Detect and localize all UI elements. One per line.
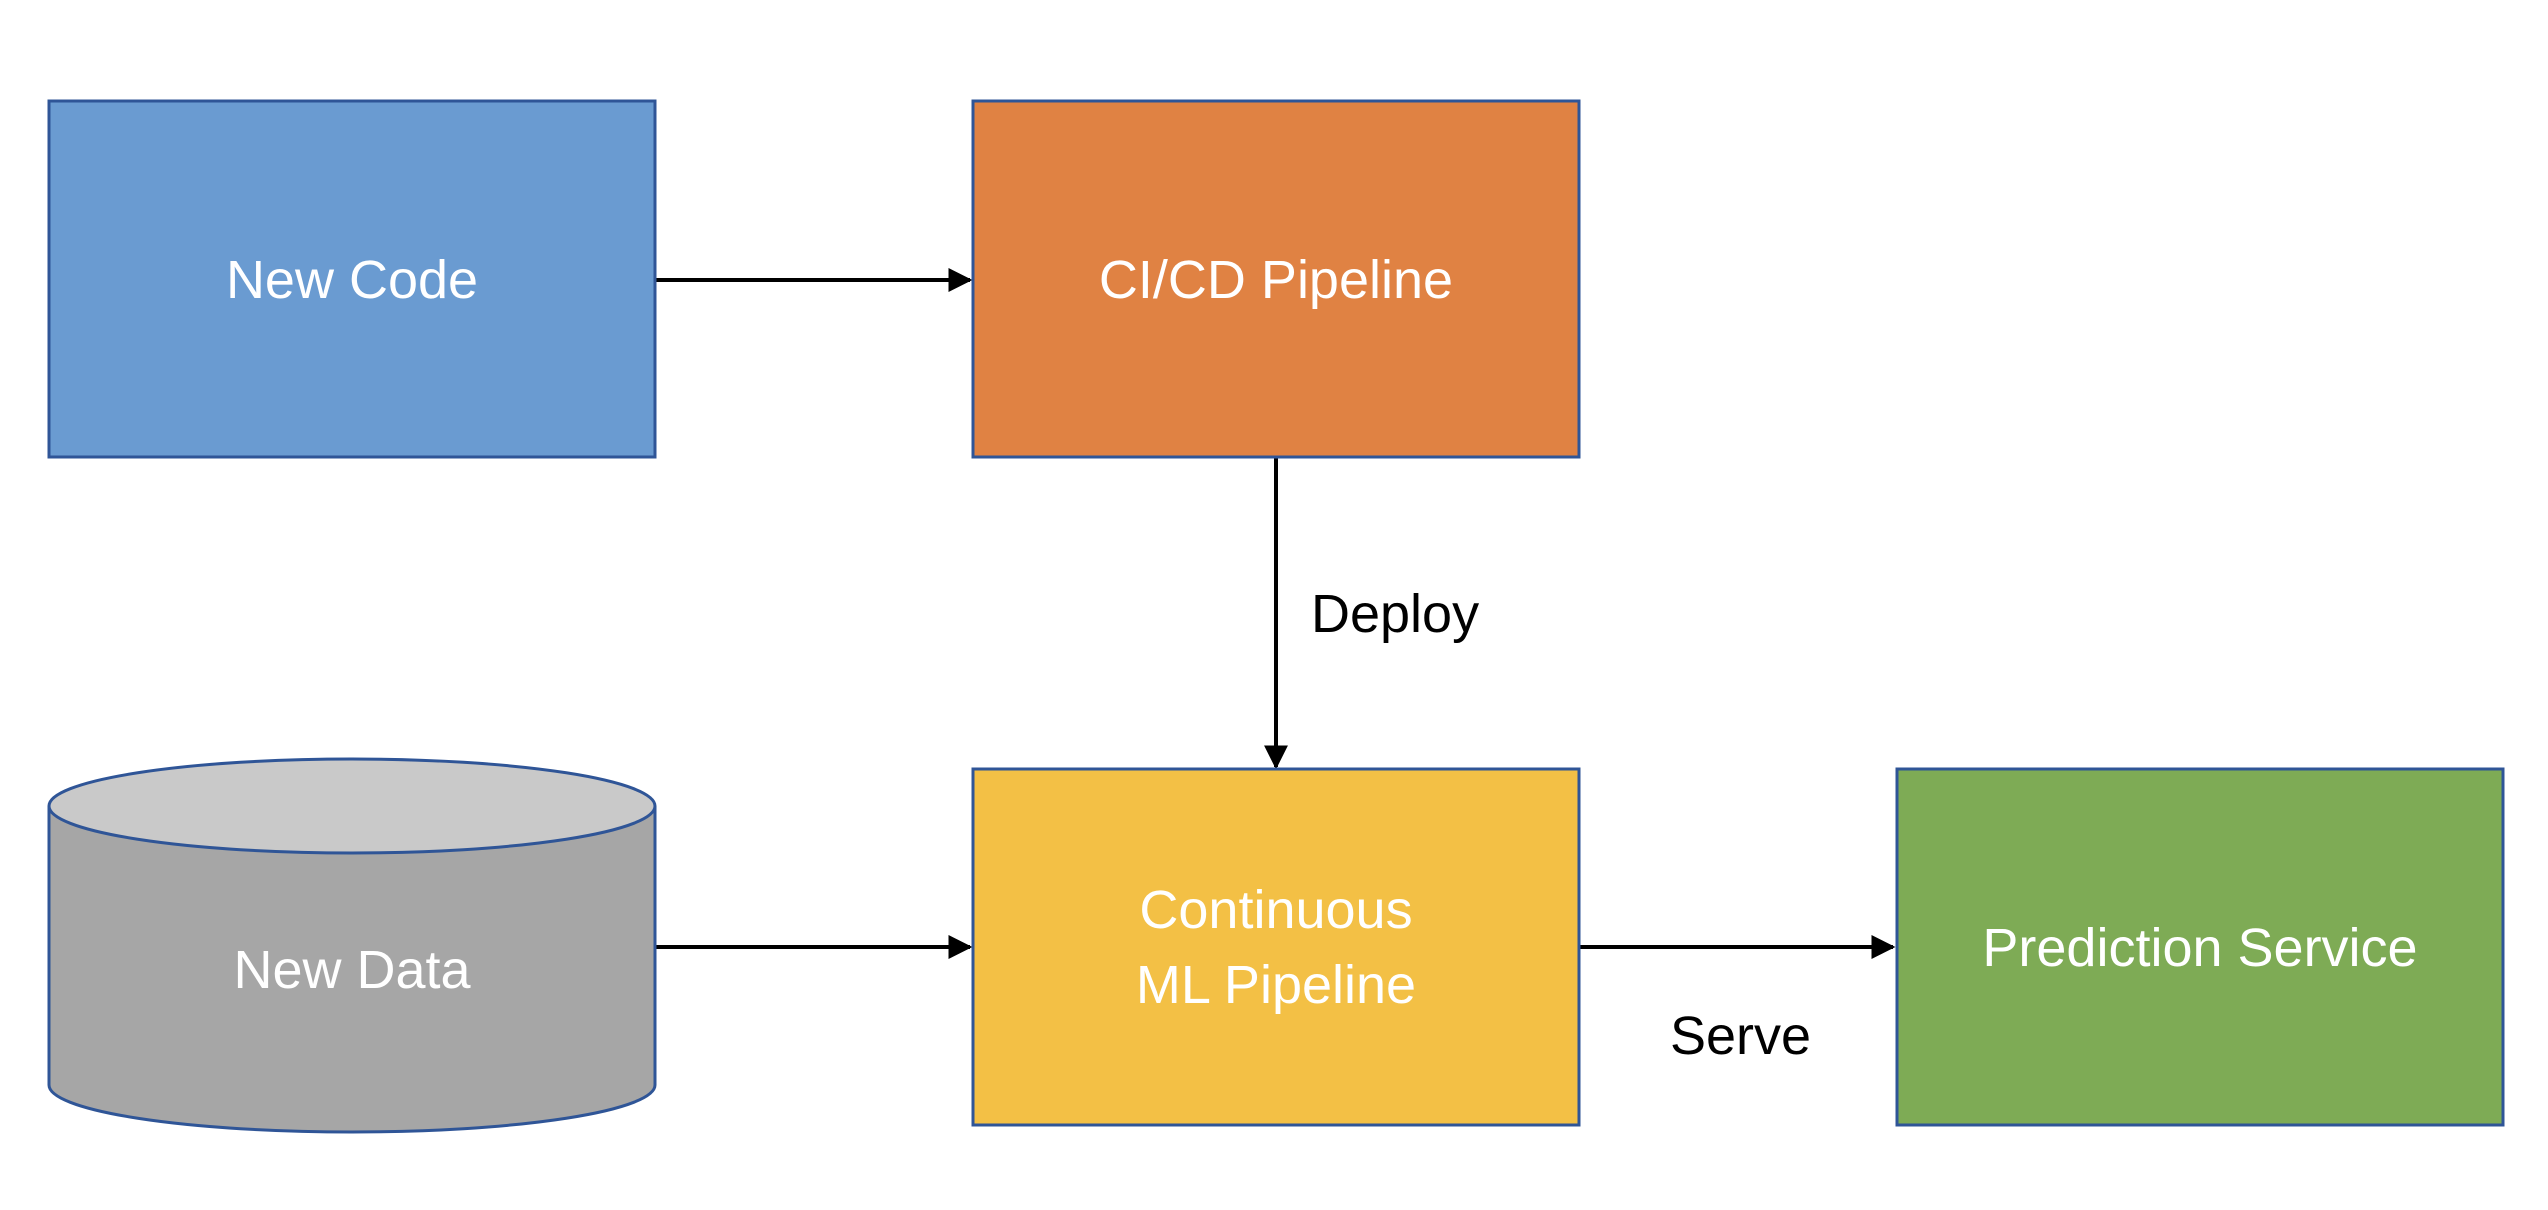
edge-label-deploy: Deploy	[1311, 584, 1479, 644]
node-cicd-pipeline-box	[971, 99, 1581, 459]
node-prediction-service: Prediction Service	[1895, 767, 2505, 1127]
node-cicd-pipeline: CI/CD Pipeline	[971, 99, 1581, 459]
node-new-data-top	[47, 757, 657, 855]
node-new-data-label: New Data	[233, 940, 471, 1000]
edge-label-serve: Serve	[1670, 1006, 1811, 1066]
node-new-data: New Data	[47, 757, 657, 1134]
node-new-code-label: New Code	[226, 250, 478, 310]
node-prediction-service-label: Prediction Service	[1982, 918, 2417, 978]
node-cicd-pipeline-label: CI/CD Pipeline	[1099, 250, 1453, 310]
node-new-code-box	[47, 99, 657, 459]
node-continuous-ml-pipeline-label-line1: Continuous	[1139, 880, 1412, 940]
node-prediction-service-box	[1895, 767, 2505, 1127]
node-continuous-ml-pipeline-box	[971, 767, 1581, 1127]
node-new-code: New Code	[47, 99, 657, 459]
node-continuous-ml-pipeline-label-line2: ML Pipeline	[1136, 955, 1416, 1015]
node-new-data-body	[47, 806, 657, 1134]
node-continuous-ml-pipeline: Continuous ML Pipeline	[971, 767, 1581, 1127]
